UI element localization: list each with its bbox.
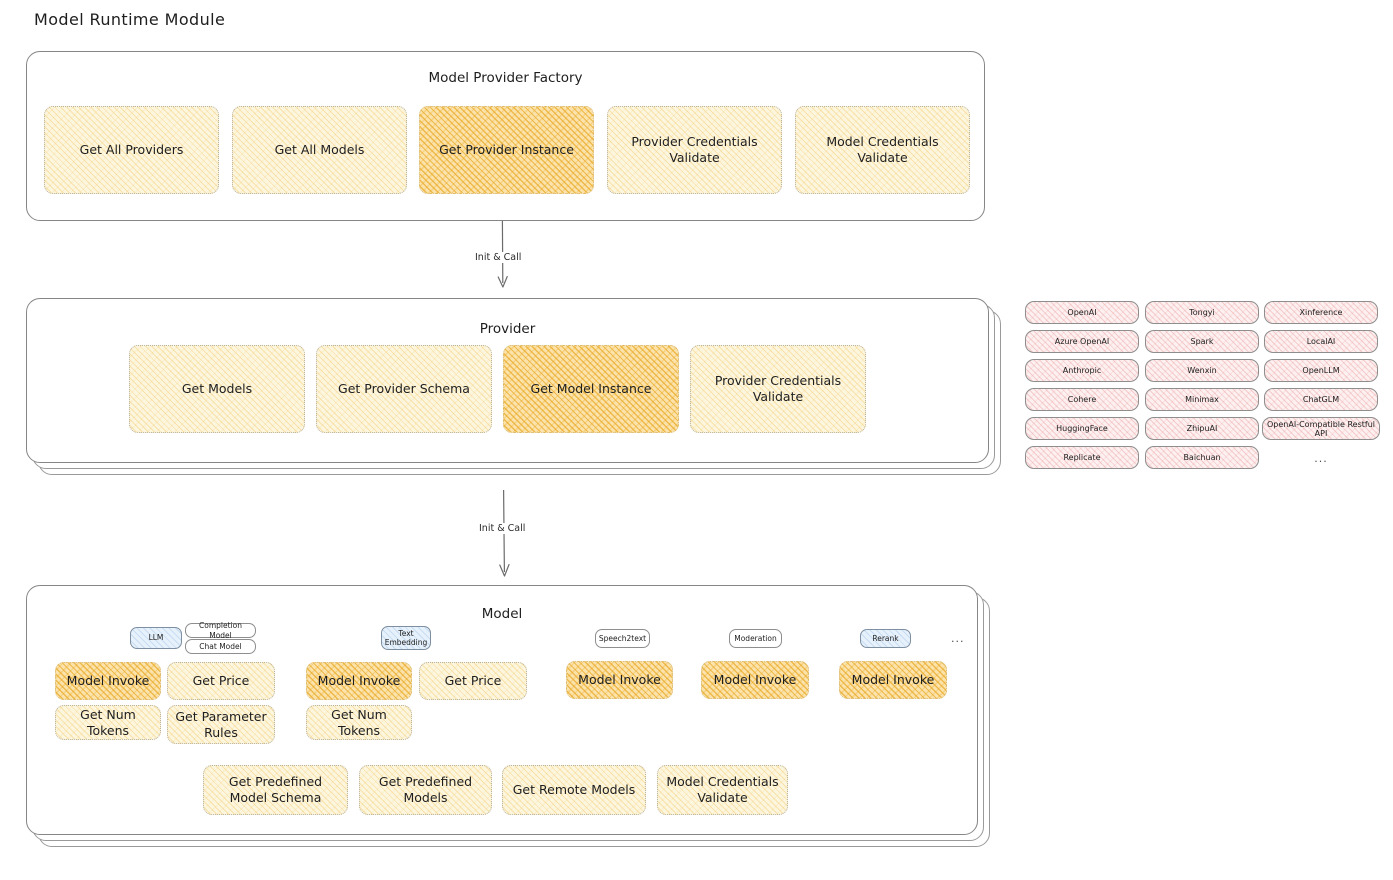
factory-node-model-credentials-validate[interactable]: Model Credentials Validate	[795, 106, 970, 194]
provider-chip-azure-openai[interactable]: Azure OpenAI	[1025, 330, 1139, 353]
provider-chip-spark[interactable]: Spark	[1145, 330, 1259, 353]
arrow-label-init-and-call-2: Init & Call	[476, 523, 529, 534]
model-badge-speech2text[interactable]: Speech2text	[595, 629, 650, 648]
model-badge-text-embedding[interactable]: Text Embedding	[381, 626, 431, 650]
model-text-embedding-node-get-num-tokens[interactable]: Get Num Tokens	[306, 705, 412, 740]
provider-chip-zhipuai[interactable]: ZhipuAI	[1145, 417, 1259, 440]
panel-title-model: Model	[481, 606, 523, 622]
model-common-node-get-predefined-model-schema[interactable]: Get Predefined Model Schema	[203, 765, 348, 815]
provider-chip-replicate[interactable]: Replicate	[1025, 446, 1139, 469]
factory-node-get-provider-instance[interactable]: Get Provider Instance	[419, 106, 594, 194]
provider-chip-huggingface[interactable]: HuggingFace	[1025, 417, 1139, 440]
provider-node-get-model-instance[interactable]: Get Model Instance	[503, 345, 679, 433]
provider-chip-baichuan[interactable]: Baichuan	[1145, 446, 1259, 469]
model-speech2text-node-model-invoke[interactable]: Model Invoke	[566, 661, 673, 699]
provider-chip-openllm[interactable]: OpenLLM	[1264, 359, 1378, 382]
provider-chip-openai[interactable]: OpenAI	[1025, 301, 1139, 324]
provider-chip-tongyi[interactable]: Tongyi	[1145, 301, 1259, 324]
provider-chip-xinference[interactable]: Xinference	[1264, 301, 1378, 324]
provider-chip-anthropic[interactable]: Anthropic	[1025, 359, 1139, 382]
arrow-provider-to-model	[499, 489, 510, 577]
panel-title-factory: Model Provider Factory	[428, 70, 583, 86]
provider-chip-wenxin[interactable]: Wenxin	[1145, 359, 1259, 382]
provider-node-provider-credentials-validate[interactable]: Provider Credentials Validate	[690, 345, 866, 433]
provider-chip-cohere[interactable]: Cohere	[1025, 388, 1139, 411]
model-common-node-get-predefined-models[interactable]: Get Predefined Models	[359, 765, 492, 815]
provider-chip-minimax[interactable]: Minimax	[1145, 388, 1259, 411]
provider-node-get-provider-schema[interactable]: Get Provider Schema	[316, 345, 492, 433]
model-common-node-get-remote-models[interactable]: Get Remote Models	[502, 765, 646, 815]
model-text-embedding-node-get-price[interactable]: Get Price	[419, 662, 527, 700]
provider-chip-more-ellipsis: ...	[1314, 452, 1328, 465]
model-badge-llm[interactable]: LLM	[130, 627, 182, 649]
model-badge-rerank[interactable]: Rerank	[860, 629, 911, 648]
page-title: Model Runtime Module	[34, 10, 226, 29]
model-text-embedding-node-model-invoke[interactable]: Model Invoke	[306, 662, 412, 700]
factory-node-provider-credentials-validate[interactable]: Provider Credentials Validate	[607, 106, 782, 194]
model-llm-node-get-parameter-rules[interactable]: Get Parameter Rules	[167, 705, 275, 744]
provider-chip-localai[interactable]: LocalAI	[1264, 330, 1378, 353]
model-llm-node-model-invoke[interactable]: Model Invoke	[55, 662, 161, 700]
model-moderation-node-model-invoke[interactable]: Model Invoke	[701, 661, 809, 699]
panel-title-provider: Provider	[479, 321, 536, 337]
model-common-node-model-credentials-validate[interactable]: Model Credentials Validate	[657, 765, 788, 815]
model-tag-chat-model[interactable]: Chat Model	[185, 639, 256, 654]
provider-node-get-models[interactable]: Get Models	[129, 345, 305, 433]
factory-node-get-all-providers[interactable]: Get All Providers	[44, 106, 219, 194]
model-llm-node-get-price[interactable]: Get Price	[167, 662, 275, 700]
provider-chip-openai-compatible-restful-api[interactable]: OpenAI-Compatible Restful API	[1262, 417, 1380, 440]
provider-chip-chatglm[interactable]: ChatGLM	[1264, 388, 1378, 411]
model-tag-completion-model[interactable]: Completion Model	[185, 621, 256, 640]
arrow-label-init-and-call-1: Init & Call	[472, 252, 525, 263]
model-types-more-ellipsis: ...	[951, 632, 965, 645]
factory-node-get-all-models[interactable]: Get All Models	[232, 106, 407, 194]
model-badge-moderation[interactable]: Moderation	[729, 629, 782, 648]
model-llm-node-get-num-tokens[interactable]: Get Num Tokens	[55, 705, 161, 740]
model-rerank-node-model-invoke[interactable]: Model Invoke	[839, 661, 947, 699]
